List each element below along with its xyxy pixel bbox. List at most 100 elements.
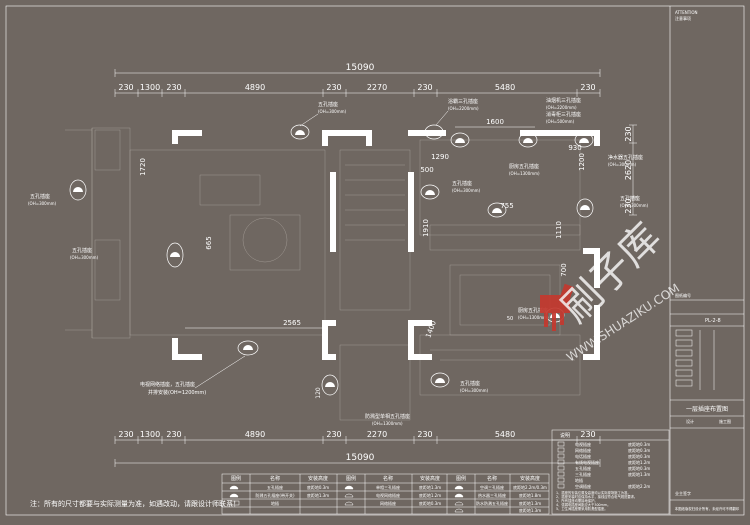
notes-remark: 3、所有插座均需接地保护。 (556, 498, 598, 503)
notes-remark: 5、卫生间插座需采用防溅型插座。 (556, 506, 608, 511)
socket-icon (420, 184, 440, 200)
legend-cell: 底距地1.3m (419, 484, 441, 490)
legend-h2: 名称 (270, 475, 280, 482)
legend-table: 图例 名称 安装高度 图例 名称 安装高度 图例 名称 安装高度 五孔插座 底距… (221, 473, 550, 515)
attention-sub: 注意事项 (675, 15, 691, 21)
notes-remark: 1、插座的安装位置及高度均以实际现场施工为准。 (556, 490, 631, 495)
label-sterilizer: 油烟机三孔插座 (546, 97, 581, 104)
top-dimensions: 15090 230 1300 230 4890 230 2270 230 548… (114, 63, 601, 97)
socket-symbols (69, 124, 594, 396)
notes-title: 说明 (560, 432, 570, 439)
top-dim-8: 5480 (495, 83, 515, 92)
legend-h6: 安装高度 (420, 475, 440, 482)
notes-item: 有线电视插座 (575, 459, 599, 465)
notes-item: 三孔插座 (575, 471, 591, 477)
legend-cell: 单相三孔插座 (376, 484, 400, 490)
socket-icon (290, 124, 310, 140)
dim-1110: 1110 (555, 221, 563, 239)
notes-item: 网络插座 (575, 447, 591, 453)
annotations: 五孔插座 (OH=300mm) 浴霸三孔插座 (OH=2200mm) 油烟机三孔… (28, 97, 648, 426)
label-kitchen-five: 厨房五孔插座 (509, 163, 539, 170)
socket-icon (574, 132, 594, 148)
dim-1200: 1200 (578, 153, 586, 171)
socket-icon (518, 132, 538, 148)
legend-cell: 热水器三孔插座 (478, 492, 506, 498)
top-total-dim: 15090 (346, 63, 375, 73)
notes-value: 底距地2.2m (628, 483, 650, 489)
top-dim-3: 230 (166, 83, 181, 92)
drawing-no: PL-2-8 (705, 318, 721, 324)
legend-cell: 底距地1.3m (307, 492, 329, 498)
notes-remark: 4、强弱电插座间距应大于300mm。 (556, 502, 610, 507)
label-right-five: 五孔插座 (620, 195, 640, 202)
walls (172, 130, 600, 360)
label-five-hole-top-h: (OH=300mm) (318, 109, 346, 114)
label-sterilizer2: 消毒柜三孔插座 (546, 111, 581, 118)
label-water-purifier: 净水器五孔插座 (608, 154, 643, 161)
top-dim-5: 230 (326, 83, 341, 92)
top-dim-6: 2270 (367, 83, 387, 92)
bottom-dim-3: 230 (166, 430, 181, 439)
socket-icon (321, 374, 339, 396)
label-left-five2-h: (OH=300mm) (70, 255, 98, 260)
dim-755: 755 (500, 202, 513, 210)
right-dimensions: 230 2620 230 (624, 124, 637, 216)
socket-icon (69, 179, 87, 201)
label-waterproof: 防溅型单相五孔插座 (365, 413, 410, 420)
top-dim-7: 230 (417, 83, 432, 92)
bottom-dim-7: 230 (417, 430, 432, 439)
inner-dimensions: 1600 1290 930 500 1200 755 1110 1910 172… (139, 118, 586, 399)
interior-furniture (65, 127, 581, 421)
attention-label: ATTENTION (675, 10, 698, 15)
draw-label: 施工图 (719, 418, 731, 424)
legend-cell: 底距地1.2m (419, 492, 441, 498)
dim-1910: 1910 (422, 219, 430, 237)
legend-cell: 电视网络插座 (376, 492, 400, 498)
legend-cell: 底距地0.3m (419, 500, 441, 506)
label-sterilizer2-h: (OH=500mm) (546, 119, 574, 124)
legend-cell: 五孔插座 (267, 484, 283, 490)
label-water-purifier-h: (OH=300mm) (608, 162, 636, 167)
legend-cell: 底距地2.2m/0.3m (513, 484, 547, 490)
socket-icon (576, 198, 594, 218)
socket-icon (450, 132, 470, 148)
label-tv-network: 电视网络插座，五孔插座 (140, 381, 195, 388)
socket-icon (166, 242, 184, 268)
notes-value: 底距地0.3m (628, 447, 650, 453)
top-dim-1: 230 (118, 83, 133, 92)
legend-h4: 图例 (346, 475, 356, 482)
bottom-total-dim: 15090 (346, 453, 375, 463)
legend-cell: 地插 (271, 500, 279, 506)
dim-1720: 1720 (139, 158, 147, 176)
legend-cell: 空调三孔插座 (480, 484, 504, 490)
notes-item: 电话插座 (575, 453, 591, 459)
label-left-five-h: (OH=300mm) (28, 201, 56, 206)
notes-value: 底距地1.3m (628, 471, 650, 477)
dim-2565: 2565 (283, 319, 301, 327)
notes-item: 电视插座 (575, 441, 591, 447)
socket-icon (424, 124, 444, 140)
bottom-dim-5: 230 (326, 430, 341, 439)
notes-value: 底距地0.3m (628, 453, 650, 459)
notes-item: 空调插座 (575, 483, 591, 489)
label-waterproof-h: (OH=1300mm) (372, 421, 403, 426)
label-bath-three-h: (OH=2200mm) (448, 106, 479, 111)
right-dim-2: 2620 (624, 160, 633, 180)
design-label: 设计 (686, 418, 694, 424)
bottom-dimensions: 230 1300 230 4890 230 2270 230 5480 230 … (114, 430, 601, 467)
legend-cell: 网络插座 (380, 500, 396, 506)
title-block-footer: 本图纸版权归设计所有，未经许可不得翻印 (675, 506, 740, 511)
legend-cell: 防水防溅五孔插座 (476, 500, 508, 506)
label-left-five2: 五孔插座 (72, 247, 92, 254)
label-right-five-h: (OH=300mm) (620, 203, 648, 208)
bottom-dim-4: 4890 (245, 430, 265, 439)
dim-1290: 1290 (431, 153, 449, 161)
socket-icon (237, 340, 259, 356)
notes-value: 底距地1.2m (628, 459, 650, 465)
notes-value: 底距地0.3m (628, 441, 650, 447)
dim-1600: 1600 (486, 118, 504, 126)
label-five-hole-b: 五孔插座 (452, 180, 472, 187)
notes-remark: 2、插座安装时应保持水平，接线应符合电气规范要求。 (556, 494, 637, 499)
label-kitchen-five-h: (OH=1300mm) (509, 171, 540, 176)
